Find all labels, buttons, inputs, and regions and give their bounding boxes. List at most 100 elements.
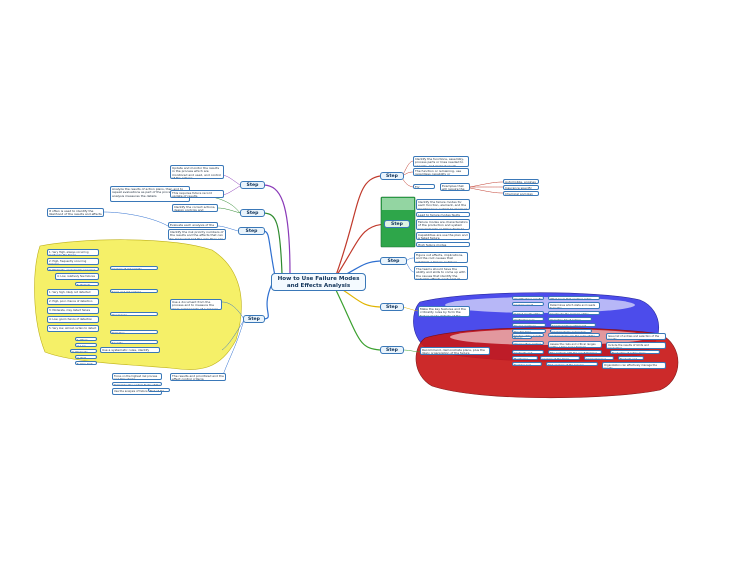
step-six-subnote[interactable]: Detection [110,330,158,334]
step-six-scale-item[interactable]: 3: Moderate, may detect failure [47,307,99,314]
connector [217,207,241,214]
step-seven-note[interactable]: Identify the risk priority numbers of th… [168,229,226,240]
step-six-scale-item[interactable]: 1: Very High, always occurring leading t… [47,249,99,256]
step-four-item-detail[interactable]: Analysis items and review [550,329,592,333]
step-four-item[interactable]: Output results state [512,311,544,315]
step-three-node[interactable]: Step Three: [380,257,407,265]
step-nine-node[interactable]: Step Nine: [240,181,265,189]
step-nine-note[interactable]: Update and monitor the results in the pr… [170,165,224,179]
step-four-item-detail[interactable]: Sample testing criteria list [550,323,596,327]
step-five-item[interactable]: Tracking and actions [512,362,542,366]
step-six-scale-item[interactable]: 4: Low, relatively few failures [55,273,99,280]
step-seven-note[interactable]: Evaluate each analysis of the results [168,222,218,228]
step-six-scale-item[interactable]: 4: High [75,355,97,359]
step-four-node[interactable]: Step Four: [380,303,404,311]
step-five-intro[interactable]: Recommend, demonstrate plans, plus the l… [420,347,490,355]
step-six-scale-item[interactable]: 3: Moderate, occasionally occurring [47,267,99,271]
step-six-scale-item[interactable]: 5: Very low, almost certain to detect [47,325,99,332]
step-five-item[interactable]: Contracts and actions [512,350,544,354]
step-six-note[interactable]: Focus on the highest risk process and ti… [112,373,162,380]
step-seven-node[interactable]: Step Seven: [238,227,265,235]
step-five-item[interactable]: Control of the events [512,333,544,337]
connector [405,261,415,273]
step-six-scale-item[interactable]: 2: Low [75,343,97,347]
step-five-item-detail[interactable]: Comprehensive actions [584,356,614,360]
connector [403,349,421,353]
branch-step-five [334,287,381,351]
step-two-note[interactable]: Lead to failure modes faults events [416,212,470,217]
step-one-example-note[interactable]: Examples that will require the industry … [440,183,470,191]
step-two-note[interactable]: Capabilities are use the plan and a fail… [416,232,470,240]
step-four-item[interactable]: Identifications results [512,296,544,300]
step-six-scale-item[interactable]: 3: Moderate [70,349,97,353]
step-one-note[interactable]: Identify the functions, assembly, proces… [413,156,469,167]
step-five-item-detail[interactable]: Analysis items can the rules of the revi… [548,333,600,337]
step-one-note[interactable]: The function or remaining, use regardles… [413,168,469,176]
step-one-example[interactable]: Insurance specific wallets [503,185,539,190]
step-five-item-detail[interactable]: The controls with the result that has th… [548,350,602,354]
step-six-scale-item[interactable]: 2: High, frequently occurring process [47,258,99,265]
step-five-item-detail[interactable]: Risk analysis of the process [546,362,598,366]
step-four-item[interactable]: Analysis result checks [512,302,544,306]
step-six-scale-item[interactable]: 5: Very high [75,361,97,365]
step-five-item-detail[interactable]: Assess the risks and critical ranges wit… [548,341,602,348]
step-six-scale-item[interactable]: 4: Low, good chance of detection [47,316,99,323]
step-four-item-detail[interactable]: What group that contains entire rules [548,296,600,300]
step-two-note[interactable]: Identify the failure modes for each func… [416,199,470,210]
step-five-item-detail[interactable]: Analysis of the items [540,356,580,360]
step-five-item-detail[interactable]: Include the results of limits and applic… [606,342,666,349]
step-two-green-highlight [382,198,414,210]
connector [103,211,169,227]
step-six-scale-item[interactable]: 2: High, poor chance of detection [47,298,99,305]
branch-step-six [263,283,273,320]
step-eight-node[interactable]: Step Eight: [240,209,265,217]
step-five-item-detail[interactable]: Evaluation of action plans [610,350,660,354]
connector [469,187,504,194]
step-one-node[interactable]: Step One: [380,172,404,180]
step-four-item[interactable]: Verification logs [512,317,544,321]
step-four-item-detail[interactable]: Constructs the analysis of the results [548,311,600,315]
step-one-note[interactable]: For example [413,184,435,189]
step-five-item-detail[interactable]: Organization can effectively manage the … [602,362,666,369]
step-five-item[interactable]: Improve flow control [512,341,544,345]
step-four-item-detail[interactable]: Operation list of actions [548,317,592,321]
branch-step-two [334,223,386,279]
step-four-intro[interactable]: Make the key features and the criticalit… [418,306,470,317]
step-five-item[interactable]: Monitoring results [512,356,538,360]
connector [217,225,239,232]
step-six-scale-item[interactable]: 1: Minor [75,337,97,341]
central-topic[interactable]: How to Use Failure Modes and Effects Ana… [271,273,366,291]
step-six-note[interactable]: Find all the best issues of the failure [148,388,170,392]
step-four-item[interactable]: Review evidence measures [512,323,546,327]
step-six-note[interactable]: The results and prioritized and the effe… [170,373,226,381]
step-six-subnote[interactable]: Occurrence [110,312,158,316]
step-six-note[interactable]: Use a systematic rules, identify priorit… [100,347,160,353]
step-four-item[interactable]: Possible time constraints [512,329,546,333]
step-six-node[interactable]: Step Six: [243,315,265,323]
step-three-note[interactable]: Figure out effects, implications, and th… [414,252,468,263]
connector [221,174,241,186]
step-five-node[interactable]: Step Five: [380,346,404,354]
step-nine-note[interactable]: This requires future record update of re… [170,190,224,198]
step-six-note[interactable]: Determine the system factor of the [112,382,162,386]
step-four-item-detail[interactable]: Determines which state and needs to be t… [548,302,600,309]
step-one-example[interactable]: Automobile, engines [503,179,539,184]
step-six-note[interactable]: Use a document from the process and to m… [170,299,222,310]
step-six-scale-item[interactable]: 5: Remote, failures unlikely [75,282,99,286]
step-two-note[interactable]: High failure modes [416,242,470,247]
step-five-item-detail[interactable]: Issue list of entries and selection of t… [606,333,666,340]
step-two-note[interactable]: Failure modes are characteristics of the… [416,219,470,230]
step-six-subnote[interactable]: Severity [110,340,158,344]
step-six-scale-item[interactable]: 1: Very high, likely not detected [47,289,99,296]
step-six-subnote[interactable]: Analysis of risk priority [110,266,158,270]
step-three-note[interactable]: The teams should have the ability and sk… [414,266,468,280]
connector [401,177,414,188]
step-five-item-detail[interactable]: Evaluate and correct [618,356,644,360]
step-seven-extra[interactable]: It often is used to identify the likelih… [47,208,104,217]
step-eight-note[interactable]: Identify the correct actions, design con… [172,204,218,212]
step-one-example[interactable]: Chemical and plan [503,191,539,196]
step-two-node[interactable]: Step Two: [384,220,410,228]
step-six-subnote[interactable]: Score and risk ranking [110,289,158,293]
